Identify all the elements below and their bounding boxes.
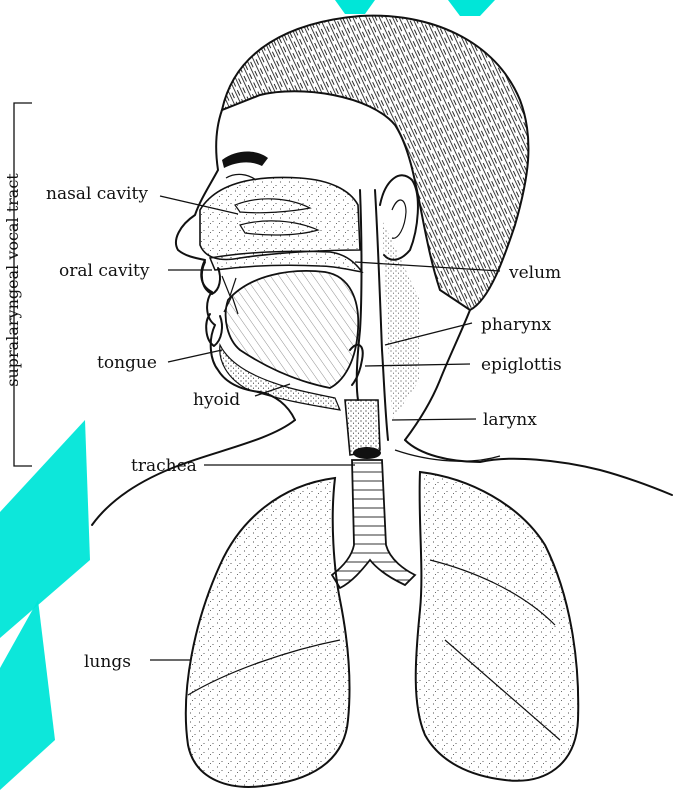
label-oral-cavity: oral cavity (59, 261, 150, 281)
vocal-tract-bracket: supralaryngeal vocal tract (3, 103, 32, 466)
label-epiglottis: epiglottis (481, 355, 562, 375)
nasal-cavity-region (200, 177, 360, 259)
vocal-fold (353, 447, 381, 459)
label-hyoid: hyoid (193, 390, 240, 410)
left-lung (186, 478, 350, 787)
trachea-shape (332, 460, 415, 588)
palate (210, 251, 362, 272)
label-trachea: trachea (131, 456, 197, 476)
eyebrow (222, 152, 268, 169)
label-larynx: larynx (483, 410, 537, 430)
label-pharynx: pharynx (481, 315, 552, 335)
ear-inner (392, 200, 406, 238)
spine-stipple (382, 220, 420, 420)
label-lungs: lungs (84, 652, 131, 672)
label-velum: velum (508, 263, 561, 283)
larynx-shape (345, 400, 380, 455)
bracket-label: supralaryngeal vocal tract (3, 173, 22, 387)
label-nasal-cavity: nasal cavity (46, 184, 148, 204)
label-tongue: tongue (97, 353, 157, 373)
